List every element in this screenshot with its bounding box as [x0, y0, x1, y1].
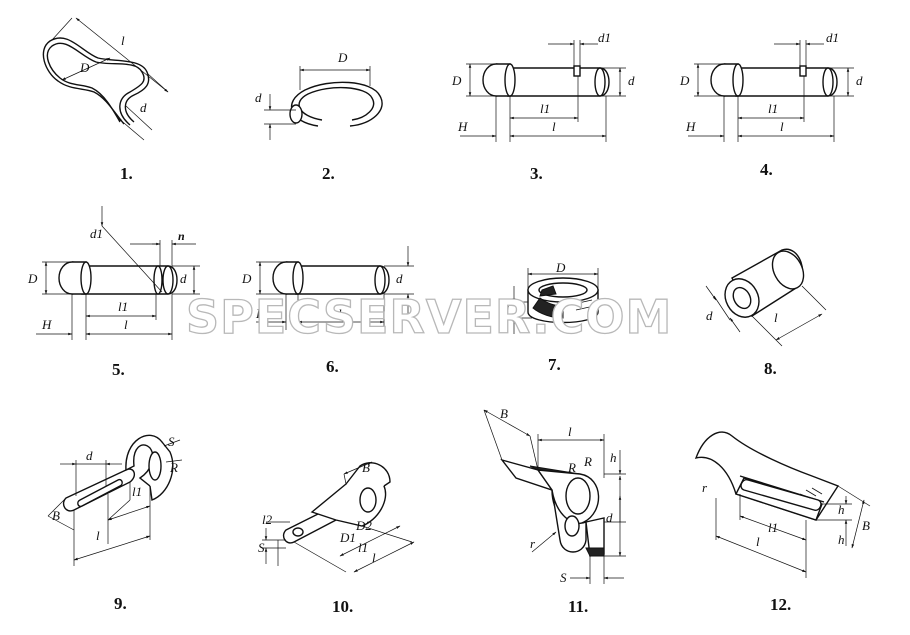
dim-d: d [140, 100, 147, 115]
dim-S: S [168, 434, 175, 449]
figure-2-split-ring: D d 2. [255, 50, 383, 183]
dim-l: l [552, 119, 556, 134]
dim-R1: R [567, 460, 576, 475]
dim-r: r [702, 480, 708, 495]
dim-l: l [338, 306, 342, 321]
figure-label: 12. [770, 595, 791, 614]
dim-H: H [685, 119, 696, 134]
dim-H: H [499, 302, 510, 317]
dim-H: H [41, 317, 52, 332]
dim-d: d [396, 271, 403, 286]
figure-12-slotted-strap: r l1 l h h B 12. [694, 431, 871, 614]
dim-l1: l1 [540, 101, 550, 116]
figure-6-plain-pin: D d H l 6. [241, 246, 414, 376]
dim-l: l [121, 33, 125, 48]
dim-R: R [169, 460, 178, 475]
dim-S: S [258, 540, 265, 555]
figure-3-headed-pin: d1 D d H l1 l 3. [451, 30, 635, 183]
dim-B: B [500, 406, 508, 421]
dim-l: l [780, 119, 784, 134]
figure-11-bracket: B l R R h d r S 11. [483, 406, 626, 616]
dim-d: d [180, 271, 187, 286]
dim-D: D [451, 73, 462, 88]
figure-label: 10. [332, 597, 353, 616]
dim-h2: h [838, 532, 845, 547]
dim-l1: l1 [768, 520, 778, 535]
figure-label: 9. [114, 594, 127, 613]
dim-d: d [706, 308, 713, 323]
dim-l: l [756, 534, 760, 549]
dim-H: H [255, 306, 266, 321]
dim-d: d [86, 448, 93, 463]
dim-H: H [457, 119, 468, 134]
dim-h: h [610, 450, 617, 465]
dim-n: n [178, 229, 185, 243]
dim-B: B [362, 460, 370, 475]
dim-D: D [79, 60, 90, 75]
dim-B: B [52, 508, 60, 523]
figure-label: 3. [530, 164, 543, 183]
figure-5-grooved-pin: d1 n D d H l1 l 5. [27, 206, 200, 379]
figure-label: 11. [568, 597, 588, 616]
dim-D: D [241, 271, 252, 286]
dim-d1: d1 [90, 226, 103, 241]
dim-l: l [774, 310, 778, 325]
dim-D1: D1 [339, 530, 356, 545]
figure-4-headed-pin: d1 D d H l1 l 4. [679, 30, 863, 179]
dim-d1: d1 [598, 30, 611, 45]
dim-D: D [337, 50, 348, 65]
figure-label: 6. [326, 357, 339, 376]
dim-D: D [27, 271, 38, 286]
dim-l2: l2 [262, 512, 273, 527]
dim-l: l [372, 550, 376, 565]
dim-r: r [530, 536, 536, 551]
dim-d: d [255, 90, 262, 105]
figure-label: 4. [760, 160, 773, 179]
dim-R2: R [583, 454, 592, 469]
dim-D: D [679, 73, 690, 88]
dim-l: l [96, 528, 100, 543]
figure-10-tube-clip: B l2 S D2 D1 l1 l 10. [258, 460, 415, 616]
figure-label: 7. [548, 355, 561, 374]
dim-D: D [555, 260, 566, 275]
dim-d: d [856, 73, 863, 88]
dim-l: l [568, 424, 572, 439]
dim-S: S [560, 570, 567, 585]
dim-h1: h [838, 502, 845, 517]
figure-1-spring-clip: l D d 1. [42, 17, 169, 183]
dim-B: B [862, 518, 870, 533]
dim-l1: l1 [768, 101, 778, 116]
figure-8-bushing: d l 8. [705, 248, 827, 378]
figure-label: 5. [112, 360, 125, 379]
dim-l1: l1 [358, 540, 368, 555]
figure-9-pipe-clamp: d S R B l1 l 9. [47, 434, 183, 613]
figure-7-collar-ring: D H 7. [499, 260, 599, 374]
dim-D2: D2 [355, 518, 372, 533]
dim-d: d [606, 510, 613, 525]
figure-label: 8. [764, 359, 777, 378]
dim-l: l [124, 317, 128, 332]
dim-d: d [628, 73, 635, 88]
dim-d1: d1 [826, 30, 839, 45]
dim-l1: l1 [132, 484, 142, 499]
dim-l1: l1 [118, 299, 128, 314]
watermark-text: SPECSERVER.COM [186, 290, 672, 344]
figure-label: 1. [120, 164, 133, 183]
figure-label: 2. [322, 164, 335, 183]
